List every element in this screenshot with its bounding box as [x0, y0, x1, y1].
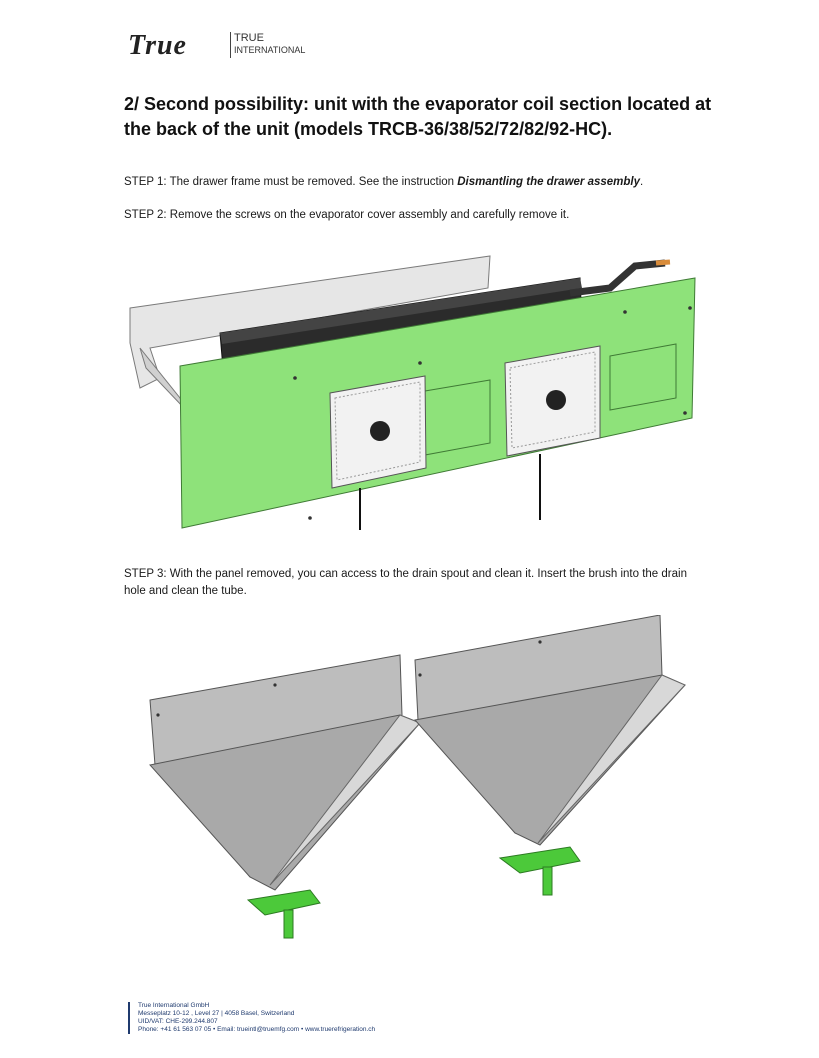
step-1: STEP 1: The drawer frame must be removed…	[124, 174, 643, 191]
page-title: 2/ Second possibility: unit with the eva…	[124, 94, 712, 139]
step-1-emphasis: Dismantling the drawer assembly	[457, 176, 641, 188]
step-3: STEP 3: With the panel removed, you can …	[124, 568, 687, 597]
footer-contact[interactable]: • Email: trueintl@truemfg.com • www.true…	[211, 1026, 376, 1033]
step-2: STEP 2: Remove the screws on the evapora…	[124, 209, 570, 221]
step-1-end: .	[640, 176, 644, 188]
brand-line2: INTERNATIONAL	[234, 45, 306, 55]
logo-separator	[230, 32, 231, 58]
footer-contact-line: Phone: +41 61 563 07 05 • Email: trueint…	[138, 1026, 375, 1034]
footer-address: Messeplatz 10-12 , Level 27 | 4058 Basel…	[138, 1010, 295, 1017]
drain-tray-illustration	[149, 615, 686, 939]
brand-line1: TRUE	[234, 32, 264, 44]
footer-company: True International GmbH	[138, 1002, 210, 1009]
step-1-text: STEP 1: The drawer frame must be removed…	[124, 176, 458, 188]
footer-phone: Phone: +41 61 563 07 05	[138, 1026, 212, 1033]
evaporator-cover-illustration	[129, 255, 696, 530]
brand-name: TRUE INTERNATIONAL	[234, 32, 305, 56]
footer-vat: UID/VAT: CHE-299.244.807	[138, 1018, 218, 1025]
footer: True International GmbH Messeplatz 10-12…	[128, 1002, 375, 1034]
brand-logo: True	[128, 30, 187, 61]
